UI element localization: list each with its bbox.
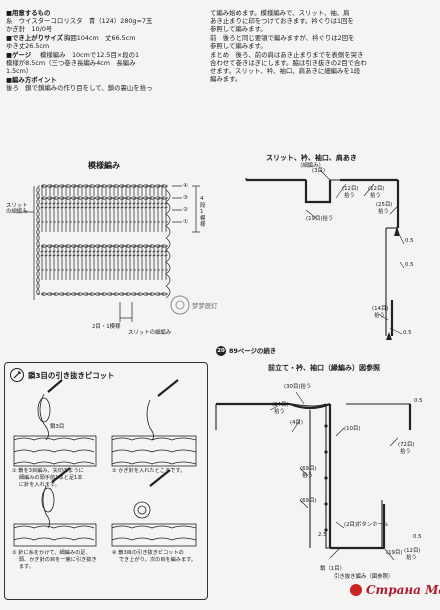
back-label-3: (3目) [312,168,326,174]
front-label-30: (30目)拾う [284,384,312,390]
points-row1: 後ろ 鎖で鎖編みの作り目をして、鎖の裏山を拾っ [6,84,153,92]
back-label-25: (25目) [376,202,393,208]
gauge-row3: 1.5cm） [6,67,33,75]
front-label-pick-c: 拾う [302,473,313,479]
back-label-19: (19目)拾う [306,216,334,222]
site-name: Страна Мам [366,583,440,597]
bottom-label-repeat: 2目・1模様 [92,324,121,330]
repeat-label: 4段1模様 [200,196,206,229]
instruction-line: 参照して編みます。 [210,42,267,50]
back-label-pick-a: 拾う [344,193,355,199]
back-label-05-c: 0.5 [403,330,412,336]
back-diagram-title: スリット、衿、袖口、肩あき [266,154,357,162]
gauge-row1: 模様編み 10cmで12.5目×段の1 [40,51,140,59]
gauge-row2: 模様が8.5cm（三つ巻き長編み4cm 長編み [6,59,136,67]
materials-heading: ■用意するもの [6,9,51,17]
page-badge: 20 [216,346,226,356]
front-label-chain: 鎖（1目） [320,566,345,572]
row-label-1: ① [183,219,188,225]
step-1-line2: 細編みの頭手前1本と足1本 [12,475,83,481]
row-label-2: ② [183,207,188,213]
front-label-2: (2目) [344,522,358,528]
back-label-05-b: 0.5 [405,262,414,268]
finished-size-heading: ■でき上がりサイズ [6,34,63,42]
hook-icon [10,368,24,382]
front-label-12: (12目) [404,548,421,554]
back-label-pick-d: 拾う [374,313,385,319]
slit-label: スリットの細編み [6,203,28,216]
step-1-line3: に針を入れます。 [12,482,60,488]
instruction-line: 前 後ろと同じ要領で編みますが、衿ぐりは2回を [210,34,355,42]
site-logo-icon [350,584,362,596]
bottom-label-slit: スリットの細編み [128,330,172,336]
instruction-line: まとめ 後ろ、前の肩はあき止まりまでを表側を突き [210,51,364,59]
instruction-line: 編みます。 [210,75,242,83]
step-4-line2: でき上がり。次の目を編みます。 [112,557,197,563]
points-heading: ■編み方ポイント [6,76,57,84]
back-label-14: (14目) [372,306,389,312]
instruction-line: せます。スリット、衿、袖口、肩あきに細編みを1段 [210,67,361,75]
back-diagram-subtitle: （細編み） [297,163,324,169]
instruction-line: て編み始めます。模様編みで、スリット、袖、肩 [210,9,350,17]
front-diagram-title: 前立て・衿、袖口（縁編み）図参照 [268,364,380,372]
front-label-buttonhole: ボタンホール [356,522,389,528]
step-3-line3: ます。 [12,564,34,570]
front-label-25: 2.5 [318,532,327,538]
finished-size-row1: 胸囲104cm 丈66.5cm [64,34,136,42]
front-label-05-a: 0.5 [414,398,423,404]
materials-yarn: 糸 ウイスターコロリスタ 青（124）280g=7玉 [6,17,153,25]
front-label-72: (72目) [398,442,415,448]
row-label-4: ④ [183,183,188,189]
step-4-line1: ④ 鎖3目の引き抜きピコットの [112,550,184,556]
materials-hook: かぎ針 10/0号 [6,25,53,33]
front-label-69-a: (69目) [300,466,317,472]
front-label-69-b: (69目) [300,498,317,504]
instruction-line: あき止まりに印をつけておきます。衿ぐりは1回を [210,17,354,25]
step-3-line2: 頭、かぎ針の目を一度に引き抜き [12,557,97,563]
instruction-line: 参照して編みます。 [210,25,267,33]
front-label-10: (10目) [344,426,361,432]
front-label-4: (4目) [290,420,304,426]
technique-panel [4,362,208,600]
front-label-pick-d: 拾う [406,555,417,561]
technique-title: 鎖3目の引き抜きピコット [28,371,115,380]
front-label-slip: 引き抜き編み（図参照） [334,574,394,580]
front-label-05-b: 0.5 [413,534,422,540]
instruction-line: 合わせて巻きはぎにします。脇は引き抜きの2目で合わ [210,59,367,67]
step-2: ② かぎ針を入れたところです。 [112,468,186,474]
row-label-3: ③ [183,195,188,201]
front-label-pick-a: 拾う [274,409,285,415]
back-label-05-a: 0.5 [405,238,414,244]
chain-label: 鎖3目 [50,424,65,430]
front-label-19: (19目) [386,550,403,556]
step-3-line1: ③ 針に糸をかけて、細編みの足、 [12,550,91,556]
back-label-pick-b: 拾う [370,193,381,199]
back-label-12-b: (12目) [368,186,385,192]
watermark: 梦梦辰灯 [192,302,218,310]
back-label-pick-c: 拾う [378,209,389,215]
finished-size-row2: ゆき丈26.5cm [6,42,50,50]
step-1-line1: ① 鎖を3目編み、矢印のように [12,468,84,474]
gauge-heading: ■ゲージ [6,51,32,59]
back-label-12-a: (12目) [342,186,359,192]
front-label-24: (24目) [272,402,289,408]
front-label-pick-b: 拾う [400,449,411,455]
stitch-chart-title: 模様編み [88,161,120,170]
continued-note: 89ページの続き [229,347,277,355]
